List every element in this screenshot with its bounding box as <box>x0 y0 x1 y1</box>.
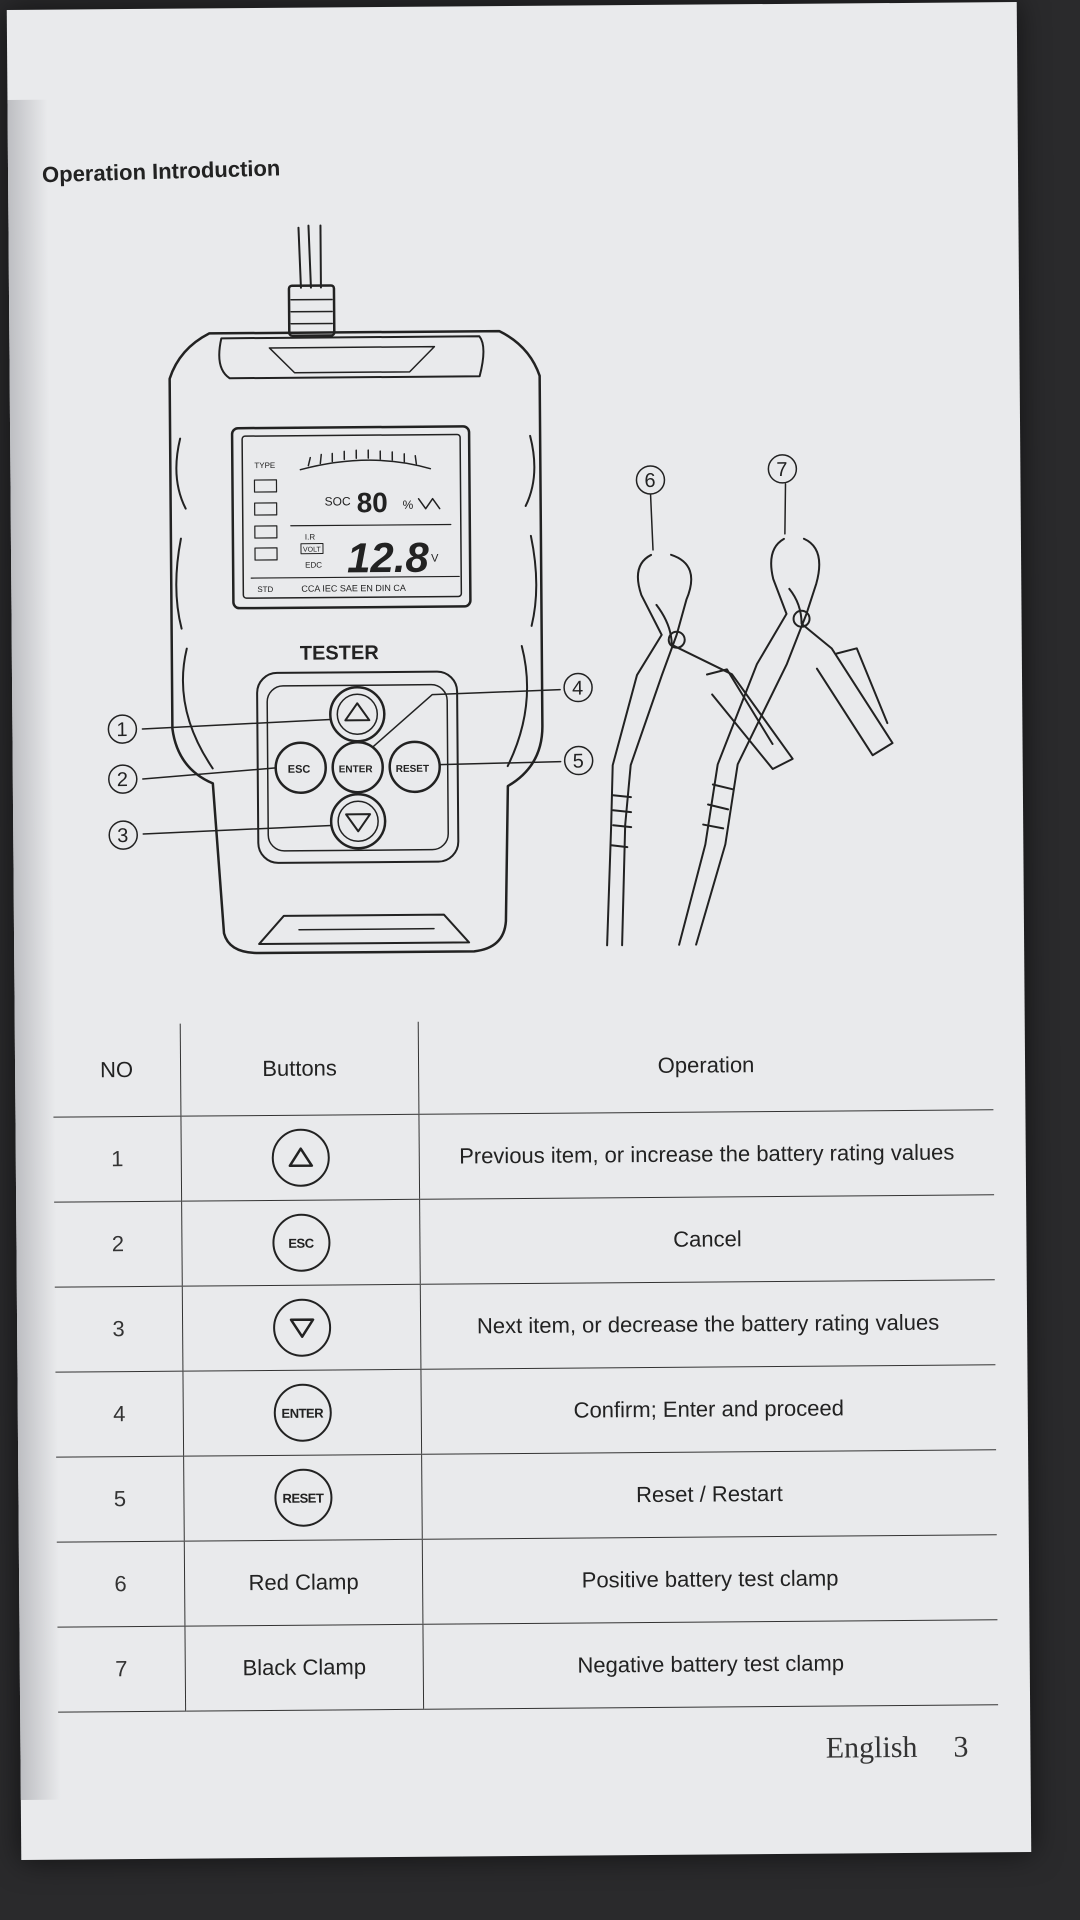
up-button[interactable] <box>329 686 386 743</box>
tester-device-body <box>168 329 544 955</box>
row-number: 2 <box>54 1201 183 1288</box>
button-cell: Red Clamp <box>184 1539 423 1627</box>
header-buttons: Buttons <box>180 1021 419 1117</box>
soc-unit: % <box>403 498 414 512</box>
button-cell: RESET <box>183 1454 423 1542</box>
table-row: 3 Next item, or decrease the battery rat… <box>54 1279 996 1373</box>
operation-cell: Previous item, or increase the battery r… <box>418 1109 995 1200</box>
operation-cell: Reset / Restart <box>421 1449 997 1540</box>
down-button[interactable] <box>329 793 387 850</box>
row-number: 3 <box>54 1286 183 1373</box>
operation-cell: Cancel <box>419 1194 995 1285</box>
keypad: ESC ENTER RESET <box>256 670 460 864</box>
table-row: 5 RESET Reset / Restart <box>56 1449 997 1543</box>
black-clamp-drawing <box>678 537 894 946</box>
enter-key-label: ENTER <box>339 764 374 775</box>
device-cable <box>287 224 336 338</box>
row-number: 6 <box>56 1541 185 1628</box>
soc-label: SOC <box>325 494 351 508</box>
std-tag: STD <box>257 585 273 594</box>
page-number: 3 <box>953 1730 969 1764</box>
table-row: 2 ESC Cancel <box>54 1194 995 1288</box>
manual-page: Operation Introduction <box>6 2 1032 1860</box>
operation-cell: Negative battery test clamp <box>422 1619 999 1710</box>
voltage-value: 12.8 <box>347 534 430 582</box>
button-cell: Black Clamp <box>184 1624 424 1712</box>
row-number: 4 <box>55 1371 184 1458</box>
down-arrow-button-icon <box>272 1298 331 1357</box>
volt-label: VOLT <box>303 547 322 554</box>
brand-label: TESTER <box>300 642 380 665</box>
table-row: 6 Red Clamp Positive battery test clamp <box>56 1534 998 1628</box>
row-number: 1 <box>53 1116 182 1203</box>
callouts: 1 2 3 4 5 6 7 <box>107 454 798 850</box>
device-diagram: TYPE SOC 80 % I.R VOLT EDC 12.8 V STD CC… <box>8 202 1024 980</box>
header-no: NO <box>52 1023 181 1118</box>
operation-cell: Confirm; Enter and proceed <box>420 1364 997 1455</box>
ir-label: I.R <box>305 533 316 542</box>
button-cell: ENTER <box>182 1369 422 1457</box>
button-cell <box>180 1114 420 1202</box>
table-row: 7 Black Clamp Negative battery test clam… <box>57 1619 999 1713</box>
lcd-screen: TYPE SOC 80 % I.R VOLT EDC 12.8 V STD CC… <box>230 425 472 610</box>
footer-language: English <box>825 1730 918 1765</box>
red-clamp-drawing <box>606 553 794 947</box>
soc-value: 80 <box>357 487 388 518</box>
table-row: 4 ENTER Confirm; Enter and proceed <box>55 1364 997 1458</box>
volt-label-box <box>300 543 324 555</box>
operation-cell: Positive battery test clamp <box>422 1534 998 1625</box>
table-row: 1 Previous item, or increase the battery… <box>53 1109 995 1203</box>
table-header-row: NO Buttons Operation <box>52 1017 994 1118</box>
callout-7: 7 <box>776 459 787 481</box>
operation-table: NO Buttons Operation 1 Previous item, or… <box>52 1017 999 1713</box>
esc-key-label: ESC <box>288 764 311 776</box>
callout-6: 6 <box>644 470 655 492</box>
type-tag: TYPE <box>254 461 275 470</box>
standards-row: CCA IEC SAE EN DIN CA <box>301 583 406 594</box>
enter-button-icon: ENTER <box>273 1383 332 1442</box>
esc-button[interactable]: ESC <box>274 741 327 794</box>
reset-button[interactable]: RESET <box>388 740 441 794</box>
button-cell <box>182 1284 421 1372</box>
enter-button[interactable]: ENTER <box>331 741 384 794</box>
callout-3: 3 <box>117 825 128 847</box>
page-footer: English 3 <box>826 1730 969 1765</box>
row-number: 5 <box>56 1456 185 1543</box>
callout-4: 4 <box>572 677 583 699</box>
esc-button-icon: ESC <box>271 1213 331 1272</box>
reset-key-label: RESET <box>396 764 429 775</box>
header-operation: Operation <box>418 1017 994 1115</box>
up-arrow-button-icon <box>271 1128 330 1187</box>
row-number: 7 <box>57 1626 186 1713</box>
callout-2: 2 <box>117 769 128 791</box>
callout-5: 5 <box>573 750 584 772</box>
button-cell: ESC <box>181 1199 421 1287</box>
reset-button-icon: RESET <box>273 1468 333 1527</box>
section-title: Operation Introduction <box>41 155 281 188</box>
voltage-unit: V <box>431 553 439 565</box>
callout-1: 1 <box>116 719 127 741</box>
operation-cell: Next item, or decrease the battery ratin… <box>420 1279 996 1370</box>
edc-label: EDC <box>305 561 322 570</box>
